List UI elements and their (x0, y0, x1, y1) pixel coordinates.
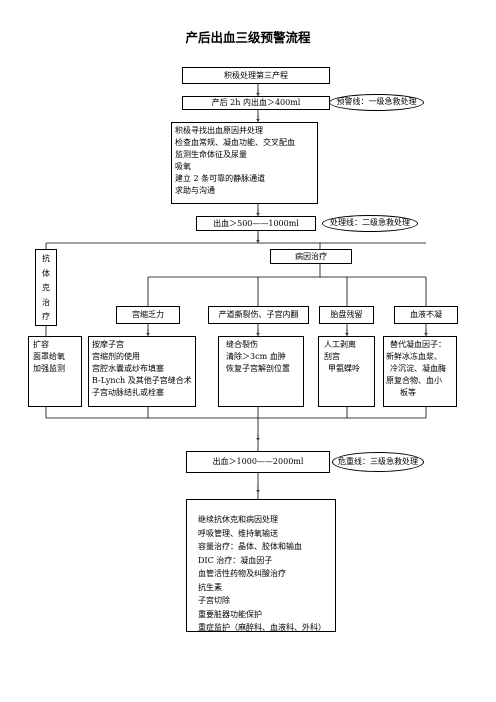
cause-coagulopathy: 血液不凝 (394, 306, 458, 324)
arrow-down-icon: ↓ (344, 328, 351, 337)
arrow-down-icon: ↓ (423, 328, 430, 337)
warning-level1-oval: 预警线：一级急救处理 (329, 94, 424, 111)
anti-shock-box: 抗 体 克 治 疗 (35, 249, 57, 326)
page-title: 产后出血三级预警流程 (185, 30, 311, 45)
cause-uterine-atony: 宫缩乏力 (116, 306, 180, 324)
arrow-down-icon: ↓ (145, 328, 152, 337)
step-third-stage: 积极处理第三产程 (182, 67, 330, 84)
cause-retained-placenta: 胎盘残留 (319, 306, 374, 324)
arrow-down-icon: ↓ (255, 208, 262, 217)
arrow-down-icon: ↓ (255, 433, 262, 442)
step-postpartum-400: 产后 2h 内出血＞400ml (182, 96, 330, 110)
cause-treatment-box: 病因治疗 (270, 249, 352, 264)
step-line: 吸氧 (175, 162, 191, 171)
warning-level3-oval: 危重线：三级急救处理 (332, 452, 424, 472)
action-left-box: 扩容 面罩给氧 加强监测 (28, 336, 82, 407)
step-line: 检查血常规、凝血功能、交叉配血 (175, 138, 295, 147)
arrow-down-icon: ↓ (255, 328, 262, 337)
arrow-down-icon: ↓ (255, 485, 262, 494)
step-find-cause-box: 积极寻找出血原因并处理 检查血常规、凝血功能、交叉配血 监测生命体征及尿量 吸氧… (171, 122, 318, 204)
step-line: 求助与沟通 (175, 186, 215, 195)
arrow-down-icon: ↓ (255, 114, 262, 123)
action-placenta-box: 人工剥离 刮宫 甲氨蝶呤 (318, 336, 375, 407)
step-bleed-1000-2000: 出血＞1000——2000ml (186, 451, 330, 473)
warning-level2-oval: 处理线：二级急救处理 (322, 215, 418, 232)
step-line: 积极寻找出血原因并处理 (175, 126, 263, 135)
arrow-down-icon: ↓ (255, 235, 262, 244)
final-treatment-box: 继续抗休克和病因处理 呼吸管理、维持氧输送 容量治疗：晶体、胶体和输血 DIC … (186, 499, 336, 632)
action-atony-box: 按摩子宫 宫缩剂的使用 宫腔水囊或纱布填塞 B-Lynch 及其他子宫缝合术 子… (88, 336, 196, 407)
arrow-down-icon: ↓ (255, 88, 262, 97)
step-bleed-500-1000: 出血＞500——1000ml (196, 216, 316, 231)
step-line: 监测生命体征及尿量 (175, 150, 247, 159)
action-tear-box: 缝合裂伤 清除＞3cm 血肿 恢复子宫解剖位置 (218, 336, 304, 407)
cause-birth-canal-tear: 产道撕裂伤、子宫内翻 (208, 306, 309, 324)
action-coagulation-box: 替代凝血因子： 新鲜冰冻血浆、 冷沉淀、凝血酶 原复合物、血小 板等 (383, 336, 457, 407)
step-line: 建立 2 条可靠的静脉通道 (175, 174, 266, 183)
